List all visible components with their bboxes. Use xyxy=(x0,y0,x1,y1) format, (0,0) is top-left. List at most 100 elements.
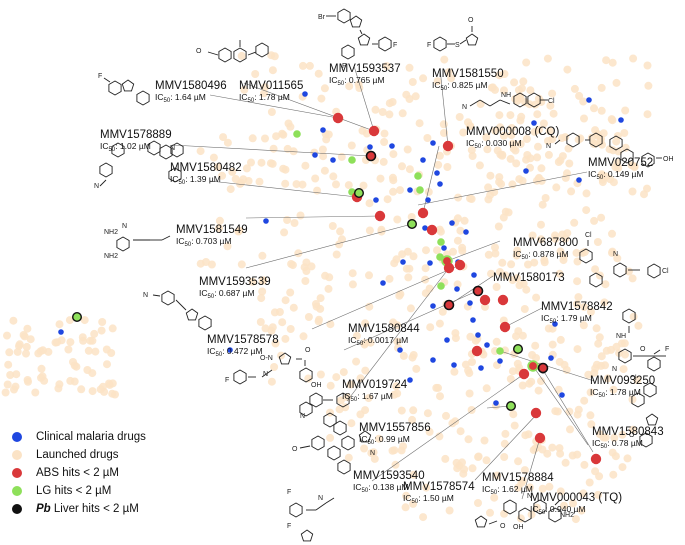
launched-drug-point xyxy=(298,180,307,189)
launched-drug-point xyxy=(590,216,599,225)
launched-drug-point xyxy=(66,338,75,347)
launched-drug-point xyxy=(621,106,630,115)
clinical-drug-point xyxy=(227,347,233,353)
launched-drug-point xyxy=(359,181,368,190)
launched-drug-point xyxy=(305,61,314,70)
launched-drug-point xyxy=(459,128,468,137)
launched-drug-point xyxy=(299,332,308,341)
launched-drug-point xyxy=(533,153,542,162)
launched-drug-point xyxy=(442,411,450,420)
launched-drug-point xyxy=(88,387,97,396)
launched-drug-point xyxy=(621,143,630,152)
launched-drug-point xyxy=(409,406,418,415)
launched-drug-point xyxy=(419,74,428,83)
launched-drug-point xyxy=(345,82,354,91)
launched-drug-point xyxy=(512,159,521,168)
svg-text:F: F xyxy=(287,489,291,496)
launched-drug-point xyxy=(515,175,524,184)
svg-text:NH: NH xyxy=(501,92,511,99)
launched-drug-point xyxy=(498,151,507,160)
launched-drug-point xyxy=(107,349,116,357)
launched-drug-point xyxy=(597,352,606,361)
compound-id: MMV000008 (CQ) xyxy=(466,126,559,138)
structure-mmv020752: NOH xyxy=(546,132,674,168)
launched-drug-point xyxy=(558,152,567,161)
svg-text:N: N xyxy=(370,450,375,457)
launched-drug-point xyxy=(506,375,515,383)
launched-drug-point xyxy=(257,294,266,303)
launched-drug-point xyxy=(103,360,111,369)
launched-drug-point xyxy=(3,331,11,340)
launched-drug-point xyxy=(520,305,529,313)
launched-drug-point xyxy=(320,166,329,175)
launched-drug-point xyxy=(346,380,355,389)
launched-drug-point xyxy=(613,254,622,263)
svg-text:N: N xyxy=(300,413,305,420)
launched-drug-point xyxy=(534,142,542,151)
launched-drug-point xyxy=(593,238,602,246)
launched-drug-point xyxy=(278,129,287,138)
launched-drug-point xyxy=(520,466,529,475)
leader-line xyxy=(209,180,358,198)
launched-drug-point xyxy=(328,222,337,230)
launched-drug-point xyxy=(392,382,401,391)
ic50-value: IC50: 0.0017 µM xyxy=(348,335,408,347)
launched-drug-point xyxy=(435,151,444,160)
compound-id: MMV1593540 xyxy=(353,470,425,482)
launched-drug-point xyxy=(409,470,418,479)
launched-drug-point xyxy=(570,84,579,93)
launched-drug-point xyxy=(629,54,638,63)
launched-drug-point xyxy=(531,341,540,350)
launched-drug-point xyxy=(509,410,518,419)
launched-drug-point xyxy=(403,145,412,154)
launched-drug-point xyxy=(570,218,579,227)
launched-drug-point xyxy=(438,307,447,316)
launched-drug-point xyxy=(500,439,509,448)
launched-drug-point xyxy=(271,339,280,348)
abs-hit-point xyxy=(443,262,455,274)
legend-label: Pb Liver hits < 2 µM xyxy=(36,503,139,515)
launched-drug-point xyxy=(66,376,75,385)
compound-id: MMV1557856 xyxy=(359,422,431,434)
legend-label: LG hits < 2 µM xyxy=(36,485,112,497)
launched-drug-point xyxy=(548,443,557,452)
launched-drug-point xyxy=(597,106,606,115)
launched-drug-point xyxy=(522,58,531,67)
launched-drug-point xyxy=(606,175,615,184)
legend-swatch xyxy=(12,450,22,460)
launched-drug-point xyxy=(404,273,413,282)
launched-drug-point xyxy=(467,146,476,155)
launched-drug-point xyxy=(509,144,518,153)
launched-drug-point xyxy=(530,258,539,267)
launched-drug-point xyxy=(320,84,329,93)
launched-drug-point xyxy=(567,187,576,196)
launched-drug-point xyxy=(460,465,469,474)
clinical-drug-point xyxy=(471,272,477,278)
launched-drug-point xyxy=(9,316,18,325)
liver-hit-point xyxy=(443,299,455,311)
compound-id: MMV1580173 xyxy=(493,272,565,284)
launched-drug-point xyxy=(528,231,537,240)
launched-drug-point xyxy=(587,420,596,429)
ic50-value: IC50: 0.149 µM xyxy=(588,169,644,181)
launched-drug-point xyxy=(537,377,545,386)
svg-text:F: F xyxy=(342,63,346,70)
liver-hit-point xyxy=(537,362,549,374)
structure-mmv1578884: FFN xyxy=(287,489,335,542)
launched-drug-point xyxy=(592,324,601,333)
ic50-value: IC50: 0.703 µM xyxy=(176,236,232,248)
svg-text:Cl: Cl xyxy=(548,98,555,105)
launched-drug-point xyxy=(522,135,531,143)
launched-drug-point xyxy=(96,385,105,394)
launched-drug-point xyxy=(580,114,588,123)
svg-text:F: F xyxy=(393,42,397,49)
launched-drug-point xyxy=(405,165,414,174)
clinical-drug-point xyxy=(559,392,565,398)
launched-drug-point xyxy=(611,452,620,461)
